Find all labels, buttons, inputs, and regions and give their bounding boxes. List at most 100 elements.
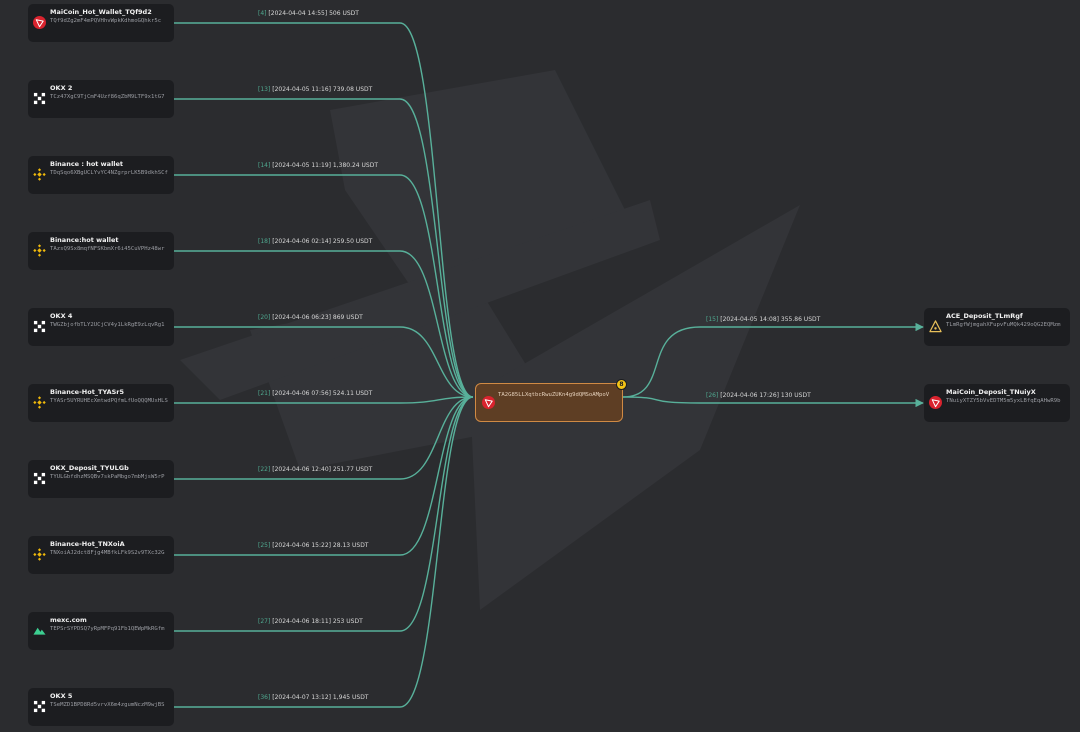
node-name: OKX 2 [50, 84, 73, 92]
transfer-edge-in[interactable] [174, 396, 474, 632]
node-name: Binance : hot wallet [50, 160, 124, 168]
node-name: ACE_Deposit_TLmRgf [946, 312, 1023, 320]
node-address: TNuiyXTZY5bVvEDTM5m5yxLBfqEqAHwR9b [946, 398, 1061, 404]
edge-text: [2024-04-05 11:19] 1,380.24 USDT [272, 162, 379, 169]
transfer-edge-in[interactable] [174, 396, 474, 556]
edge-text: [2024-04-04 14:55] 506 USDT [268, 10, 359, 17]
edge-text: [2024-04-05 14:08] 355.86 USDT [720, 316, 821, 323]
node-address: TEPSrSYPDSQ7yRpMFPq91Fb1QEWpMkRGfm [50, 626, 165, 632]
node-name: Binance-Hot_TNXoiA [50, 540, 125, 548]
edge-label[interactable]: [20] [2024-04-06 06:23] 869 USDT [258, 314, 363, 322]
binance-icon [33, 396, 46, 409]
transfer-edge-in[interactable] [174, 326, 474, 398]
edge-id: [36] [258, 694, 271, 701]
edge-label[interactable]: [14] [2024-04-05 11:19] 1,380.24 USDT [258, 162, 378, 170]
transfer-edge-in[interactable] [174, 396, 474, 708]
edge-layer [174, 22, 924, 708]
edge-text: [2024-04-07 13:12] 1,945 USDT [272, 694, 369, 701]
edge-label[interactable]: [27] [2024-04-06 18:11] 253 USDT [258, 618, 363, 626]
edge-text: [2024-04-05 11:16] 739.08 USDT [272, 86, 373, 93]
node-name: Binance:hot wallet [50, 236, 119, 244]
edge-label[interactable]: [25] [2024-04-06 15:22] 28.13 USDT [258, 542, 368, 550]
node-address: TNXoiAJ2dct8Fjg4MBfkLFk9S2v9TXc32G [50, 550, 165, 556]
node-address: TDqSqo6XBgUCLYvYC4NZgrprLK5B9dkhSCf [50, 170, 168, 176]
transfer-edge-in[interactable] [174, 396, 474, 480]
node-name: MaiCoin_Hot_Wallet_TQf9d2 [50, 8, 152, 16]
edge-id: [21] [258, 390, 271, 397]
node-address: TYULGbfdhzMSQBv7skPaMbgo7mbMjsW5rP [50, 474, 165, 480]
source-node[interactable]: OKX 5 TSeMZD1BPD8Rd5vrvX6m4zgumNczM9wjBS [28, 688, 174, 726]
mexc-icon [33, 624, 46, 637]
edge-id: [20] [258, 314, 271, 321]
count-badge: 8 [616, 379, 627, 390]
edge-id: [4] [258, 10, 267, 17]
transfer-edge-in[interactable] [174, 250, 474, 398]
node-address: TSeMZD1BPD8Rd5vrvX6m4zgumNczM9wjBS [50, 702, 165, 708]
edge-id: [14] [258, 162, 271, 169]
transfer-edge-out[interactable] [622, 396, 924, 408]
node-address: TYASr5UYRUHEcXmtwdPQfmLfUoQQQMUxHLS [50, 398, 168, 404]
edge-label[interactable]: [15] [2024-04-05 14:08] 355.86 USDT [706, 316, 820, 324]
node-address: TCz47XgC9TjCmF4Uzf86qZbM9LTF9x1tG7 [50, 94, 165, 100]
edge-label[interactable]: [18] [2024-04-06 02:14] 259.50 USDT [258, 238, 372, 246]
watermark-logo [180, 70, 800, 610]
transfer-edge-in[interactable] [174, 174, 474, 398]
edge-label[interactable]: [21] [2024-04-06 07:56] 524.11 USDT [258, 390, 372, 398]
edge-label[interactable]: [22] [2024-04-06 12:40] 251.77 USDT [258, 466, 372, 474]
edge-label[interactable]: [4] [2024-04-04 14:55] 506 USDT [258, 10, 359, 18]
transfer-edge-in[interactable] [174, 98, 474, 398]
source-node[interactable]: OKX 4 TWGZbjofbTLY2UCjCV4y1LkRgE9zLqvRg1 [28, 308, 174, 346]
edge-text: [2024-04-06 18:11] 253 USDT [272, 618, 363, 625]
node-address: TLmRgfWjmgahXFupvFuMQk429oQG2EQMzm [946, 322, 1061, 328]
edge-text: [2024-04-06 12:40] 251.77 USDT [272, 466, 373, 473]
binance-icon [33, 244, 46, 257]
node-name: OKX 5 [50, 692, 73, 700]
okx-icon [33, 472, 46, 485]
binance-icon [33, 168, 46, 181]
edge-text: [2024-04-06 17:26] 130 USDT [720, 392, 811, 399]
ace-icon [929, 320, 942, 333]
edge-id: [13] [258, 86, 271, 93]
source-node[interactable]: Binance-Hot_TNXoiA TNXoiAJ2dct8Fjg4MBfkLF… [28, 536, 174, 574]
transfer-edge-in[interactable] [174, 396, 474, 404]
node-name: Binance-Hot_TYASr5 [50, 388, 125, 396]
edge-label[interactable]: [26] [2024-04-06 17:26] 130 USDT [706, 392, 811, 400]
edge-id: [18] [258, 238, 271, 245]
okx-icon [33, 320, 46, 333]
edge-id: [26] [706, 392, 719, 399]
node-address: TWGZbjofbTLY2UCjCV4y1LkRgE9zLqvRg1 [50, 322, 165, 328]
center-address-node[interactable]: TA2G85LLXqtbcRwuZUKn4g9dQMSoAMpoV 8 [475, 379, 627, 422]
edge-text: [2024-04-06 02:14] 259.50 USDT [272, 238, 373, 245]
binance-icon [33, 548, 46, 561]
edge-text: [2024-04-06 07:56] 524.11 USDT [272, 390, 373, 397]
tron-icon [482, 396, 495, 409]
okx-icon [33, 700, 46, 713]
center-address: TA2G85LLXqtbcRwuZUKn4g9dQMSoAMpoV [498, 392, 610, 398]
node-address: TQf9dZg2mF4mPQVHhvWpkKdhmoGQhkr5c [50, 18, 162, 24]
edge-label[interactable]: [13] [2024-04-05 11:16] 739.08 USDT [258, 86, 372, 94]
edge-id: [25] [258, 542, 271, 549]
transfer-edge-out[interactable] [622, 322, 924, 398]
okx-icon [33, 92, 46, 105]
edge-id: [22] [258, 466, 271, 473]
edge-label[interactable]: [36] [2024-04-07 13:12] 1,945 USDT [258, 694, 368, 702]
node-name: OKX 4 [50, 312, 73, 320]
transfer-edge-in[interactable] [174, 22, 474, 398]
target-node[interactable]: MaiCoin_Deposit_TNuiyX TNuiyXTZY5bVvEDTM5… [924, 384, 1070, 422]
source-node[interactable]: OKX 2 TCz47XgC9TjCmF4Uzf86qZbM9LTF9x1tG7 [28, 80, 174, 118]
node-address: TAzsQ9Sx8mqfNFSKbmXr6i45CuVPHz48wr [50, 246, 165, 252]
edge-id: [15] [706, 316, 719, 323]
edge-id: [27] [258, 618, 271, 625]
node-name: OKX_Deposit_TYULGb [50, 464, 129, 472]
node-name: MaiCoin_Deposit_TNuiyX [946, 388, 1036, 396]
edge-text: [2024-04-06 15:22] 28.13 USDT [272, 542, 369, 549]
edge-text: [2024-04-06 06:23] 869 USDT [272, 314, 363, 321]
